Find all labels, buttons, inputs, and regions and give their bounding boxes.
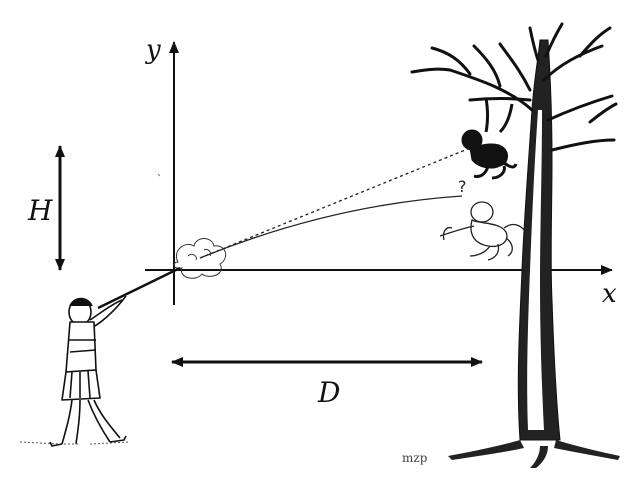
question-mark: ? xyxy=(458,177,467,196)
smoke-puff xyxy=(173,238,227,279)
height-dimension: H xyxy=(27,145,65,271)
x-axis-label: x xyxy=(602,279,617,309)
hunter-with-blowgun xyxy=(49,266,181,447)
tree-branches xyxy=(410,22,618,152)
tick-mark xyxy=(157,173,161,177)
trajectories xyxy=(199,147,471,259)
y-axis-label: y xyxy=(145,35,161,65)
tree-roots xyxy=(448,440,620,468)
projectile-path xyxy=(199,195,463,259)
height-label: H xyxy=(27,194,53,227)
ground-scribble xyxy=(19,441,131,445)
distance-dimension: D xyxy=(171,357,483,409)
blowgun xyxy=(97,266,181,310)
tree xyxy=(410,22,620,468)
artist-signature: mzp xyxy=(402,451,428,465)
monkey-hanging xyxy=(461,97,518,180)
tree-trunk-highlight xyxy=(527,110,544,430)
monkey-falling xyxy=(439,201,527,261)
line-of-sight xyxy=(199,147,471,259)
distance-label: D xyxy=(317,376,340,409)
